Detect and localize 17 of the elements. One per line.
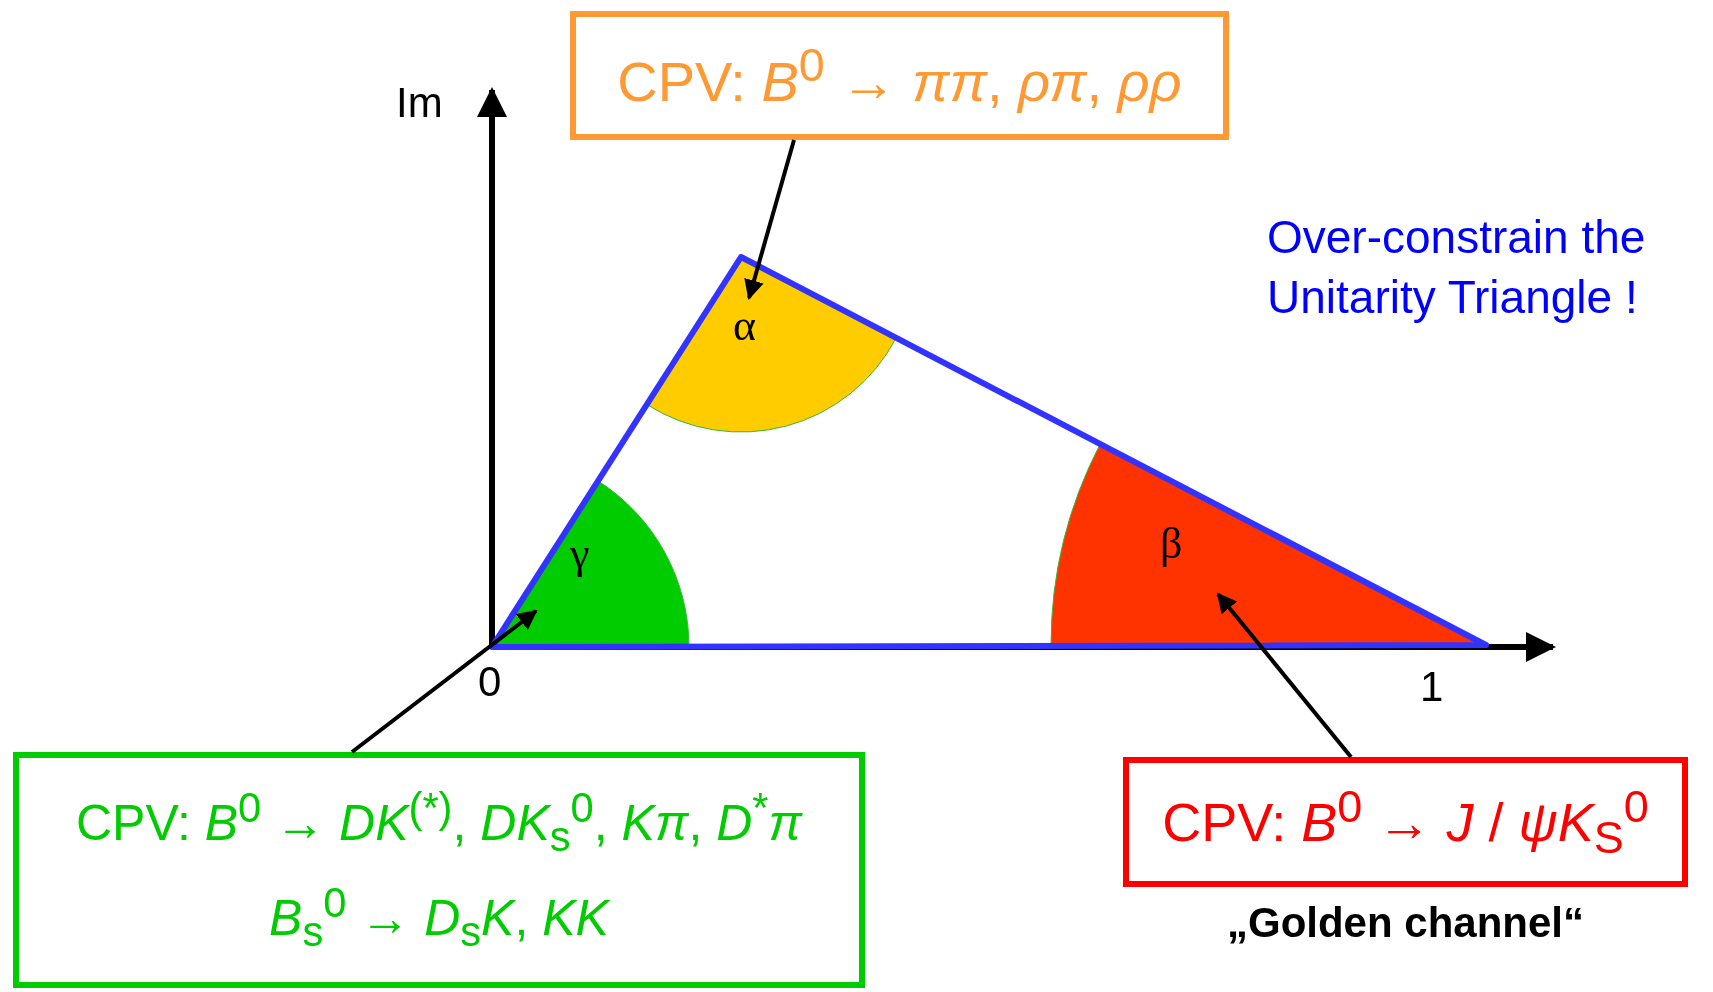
- axis-tick-label: 0: [478, 657, 502, 707]
- decay-channel-box: [570, 11, 1229, 140]
- axis-tick-label: 1: [1420, 662, 1444, 712]
- decay-channel-box: [13, 752, 865, 988]
- decay-channel-box: [1123, 757, 1688, 887]
- angle-label: α: [733, 300, 757, 351]
- formula-text: B$_{s}$$^{0}$ → D$_{s}$K, KK: [269, 879, 609, 956]
- angle-label: γ: [570, 528, 590, 579]
- arrow: [744, 139, 796, 300]
- angle-label: β: [1160, 518, 1183, 569]
- formula-text: CPV: B$^{0}$ → DK$^{(*)}$, DK$_{s}$$^{0}$, Kπ, D$^{*}$π: [75, 784, 803, 861]
- note-text: Over-constrain the Unitarity Triangle !: [1267, 210, 1647, 325]
- arrow: [350, 609, 538, 754]
- caption-text: „Golden channel“: [1225, 899, 1585, 947]
- axis-label: Im: [396, 78, 443, 128]
- arrow: [1216, 592, 1353, 759]
- formula-text: CPV: B$^{0}$ → ππ, ρπ, ρρ: [617, 37, 1182, 114]
